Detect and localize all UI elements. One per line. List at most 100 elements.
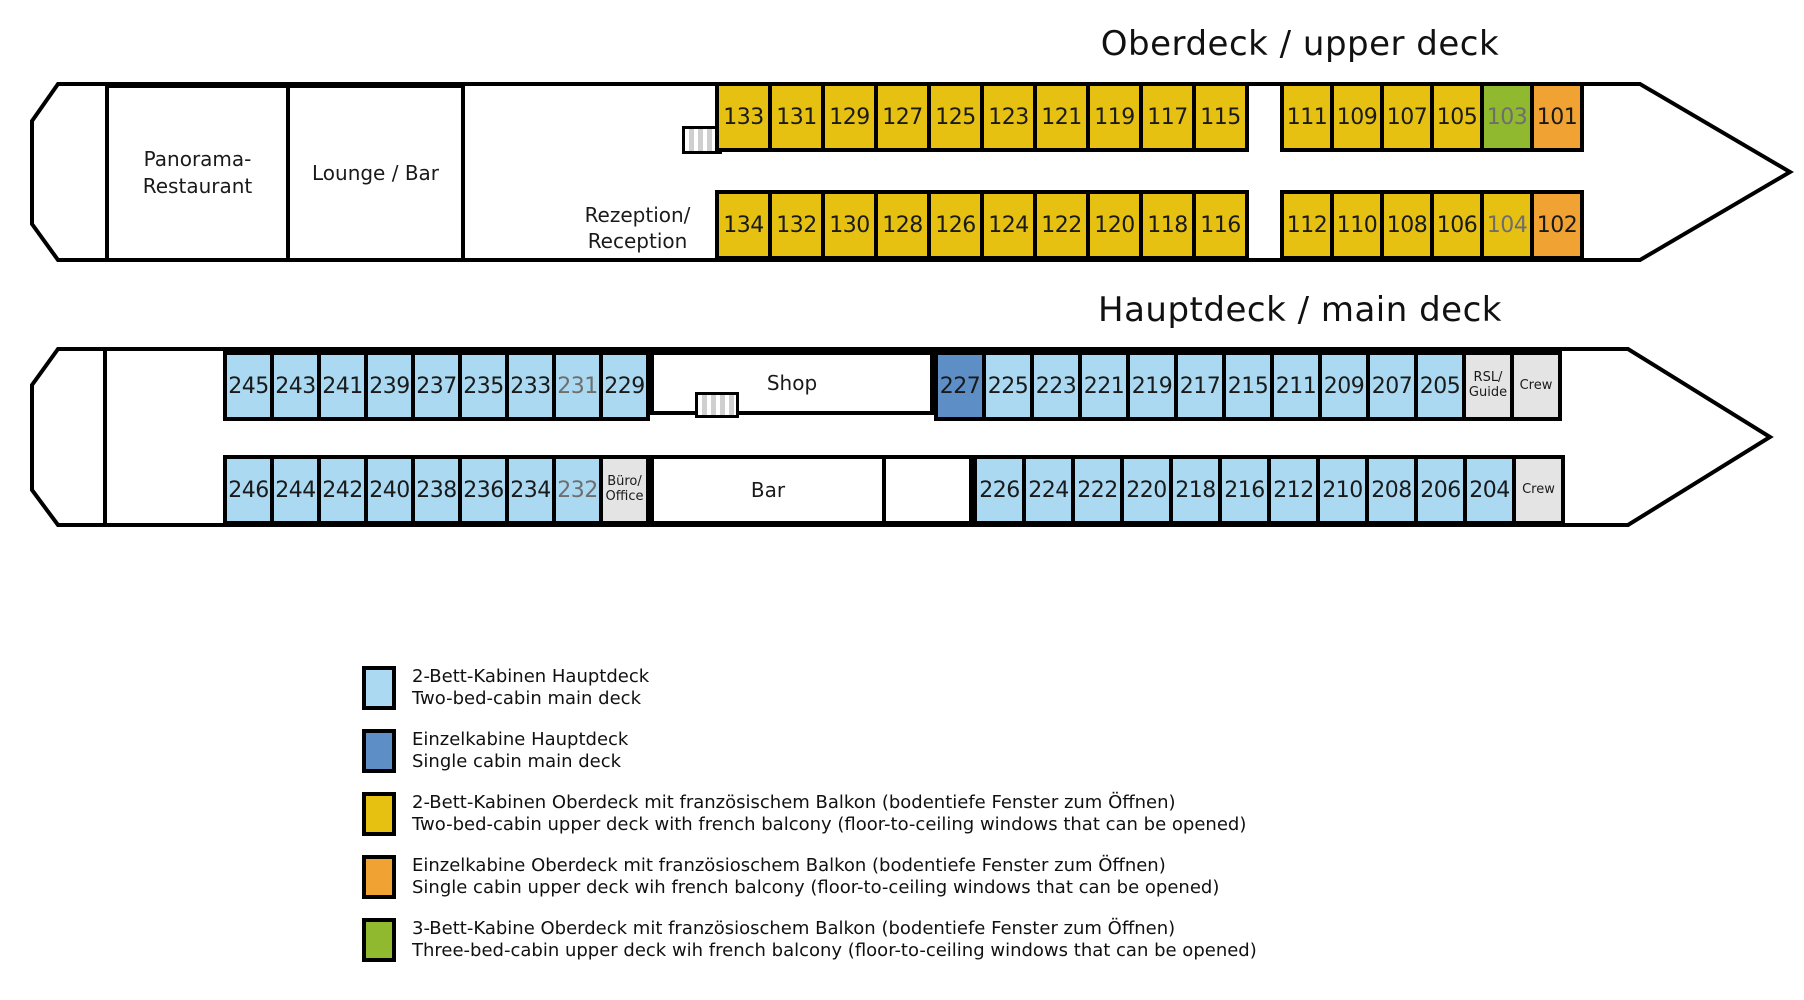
- cabin-109: 109: [1334, 86, 1380, 148]
- cabin-125: 125: [931, 86, 980, 148]
- cabin-131: 131: [772, 86, 821, 148]
- room-shop: Shop: [650, 351, 934, 415]
- cabin-crew: Crew: [1516, 459, 1561, 521]
- cabin-123: 123: [984, 86, 1033, 148]
- cabin-239: 239: [368, 355, 411, 417]
- cabin-115: 115: [1196, 86, 1245, 148]
- cabin-222: 222: [1075, 459, 1120, 521]
- legend-swatch-single_upper: [362, 855, 396, 899]
- legend-item: Einzelkabine Oberdeck mit französioschem…: [362, 855, 1257, 899]
- cabin-204: 204: [1467, 459, 1512, 521]
- cabin-231: 231: [556, 355, 599, 417]
- cabin-219: 219: [1130, 355, 1174, 417]
- legend-label: 2-Bett-Kabinen Oberdeck mit französische…: [412, 792, 1246, 836]
- cabin-232: 232: [556, 459, 599, 521]
- cabin-127: 127: [878, 86, 927, 148]
- room-unlabeled: [882, 455, 973, 525]
- cabin-103: 103: [1484, 86, 1530, 148]
- cabin-210: 210: [1320, 459, 1365, 521]
- cabin-112: 112: [1284, 194, 1330, 256]
- cabin-118: 118: [1143, 194, 1192, 256]
- legend-swatch-three_bed_upper: [362, 918, 396, 962]
- reception-label: Rezeption/ Reception: [584, 203, 691, 253]
- cabin-116: 116: [1196, 194, 1245, 256]
- legend-item: 3-Bett-Kabine Oberdeck mit französiosche…: [362, 918, 1257, 962]
- cabin-104: 104: [1484, 194, 1530, 256]
- cabin-240: 240: [368, 459, 411, 521]
- cabin-122: 122: [1037, 194, 1086, 256]
- cabin-246: 246: [227, 459, 270, 521]
- cabin-117: 117: [1143, 86, 1192, 148]
- cabin-206: 206: [1418, 459, 1463, 521]
- legend-label-en: Two-bed-cabin upper deck with french bal…: [412, 814, 1247, 835]
- cabin-245: 245: [227, 355, 270, 417]
- cabin-244: 244: [274, 459, 317, 521]
- main-deck-title: Hauptdeck / main deck: [1098, 290, 1502, 330]
- cabin-209: 209: [1322, 355, 1366, 417]
- cabin-129: 129: [825, 86, 874, 148]
- cabin-235: 235: [462, 355, 505, 417]
- legend-swatch-single_main: [362, 729, 396, 773]
- cabin-217: 217: [1178, 355, 1222, 417]
- stairs-icon: [695, 392, 739, 418]
- cabin-rsl-guide: RSL/ Guide: [1466, 355, 1510, 417]
- legend-label-en: Single cabin upper deck wih french balco…: [412, 877, 1220, 898]
- cabin-243: 243: [274, 355, 317, 417]
- cabin-134: 134: [719, 194, 768, 256]
- cabin-226: 226: [977, 459, 1022, 521]
- cabin-110: 110: [1334, 194, 1380, 256]
- cabin-111: 111: [1284, 86, 1330, 148]
- cabin-234: 234: [509, 459, 552, 521]
- legend-label-de: 2-Bett-Kabinen Hauptdeck: [412, 666, 650, 687]
- cabin-212: 212: [1271, 459, 1316, 521]
- cabin-101: 101: [1534, 86, 1580, 148]
- cabin-221: 221: [1082, 355, 1126, 417]
- cabin-108: 108: [1384, 194, 1430, 256]
- upper-deck-title: Oberdeck / upper deck: [1100, 24, 1500, 64]
- cabin-buero-office: Büro/ Office: [603, 459, 646, 521]
- legend-label: Einzelkabine Oberdeck mit französioschem…: [412, 855, 1219, 899]
- room-lounge-bar: Lounge / Bar: [286, 84, 465, 262]
- legend-label: 3-Bett-Kabine Oberdeck mit französiosche…: [412, 918, 1257, 962]
- cabin-121: 121: [1037, 86, 1086, 148]
- cabin-130: 130: [825, 194, 874, 256]
- cabin-128: 128: [878, 194, 927, 256]
- cabin-241: 241: [321, 355, 364, 417]
- legend-label-en: Two-bed-cabin main deck: [412, 688, 641, 709]
- cabin-216: 216: [1222, 459, 1267, 521]
- cabin-119: 119: [1090, 86, 1139, 148]
- legend-label-de: Einzelkabine Oberdeck mit französioschem…: [412, 855, 1166, 876]
- cabin-132: 132: [772, 194, 821, 256]
- cabin-126: 126: [931, 194, 980, 256]
- cabin-105: 105: [1434, 86, 1480, 148]
- cabin-227: 227: [938, 355, 982, 417]
- cabin-124: 124: [984, 194, 1033, 256]
- cabin-211: 211: [1274, 355, 1318, 417]
- room-bar: Bar: [650, 455, 886, 525]
- cabin-223: 223: [1034, 355, 1078, 417]
- room-panorama-restaurant: Panorama- Restaurant: [105, 84, 290, 262]
- cabin-224: 224: [1026, 459, 1071, 521]
- cabin-205: 205: [1418, 355, 1462, 417]
- cabin-220: 220: [1124, 459, 1169, 521]
- legend-item: 2-Bett-Kabinen Oberdeck mit französische…: [362, 792, 1257, 836]
- cabin-229: 229: [603, 355, 646, 417]
- cabin-120: 120: [1090, 194, 1139, 256]
- legend-label-de: Einzelkabine Hauptdeck: [412, 729, 629, 750]
- legend-label-en: Single cabin main deck: [412, 751, 622, 772]
- cabin-236: 236: [462, 459, 505, 521]
- cabin-133: 133: [719, 86, 768, 148]
- legend-swatch-two_bed_upper: [362, 792, 396, 836]
